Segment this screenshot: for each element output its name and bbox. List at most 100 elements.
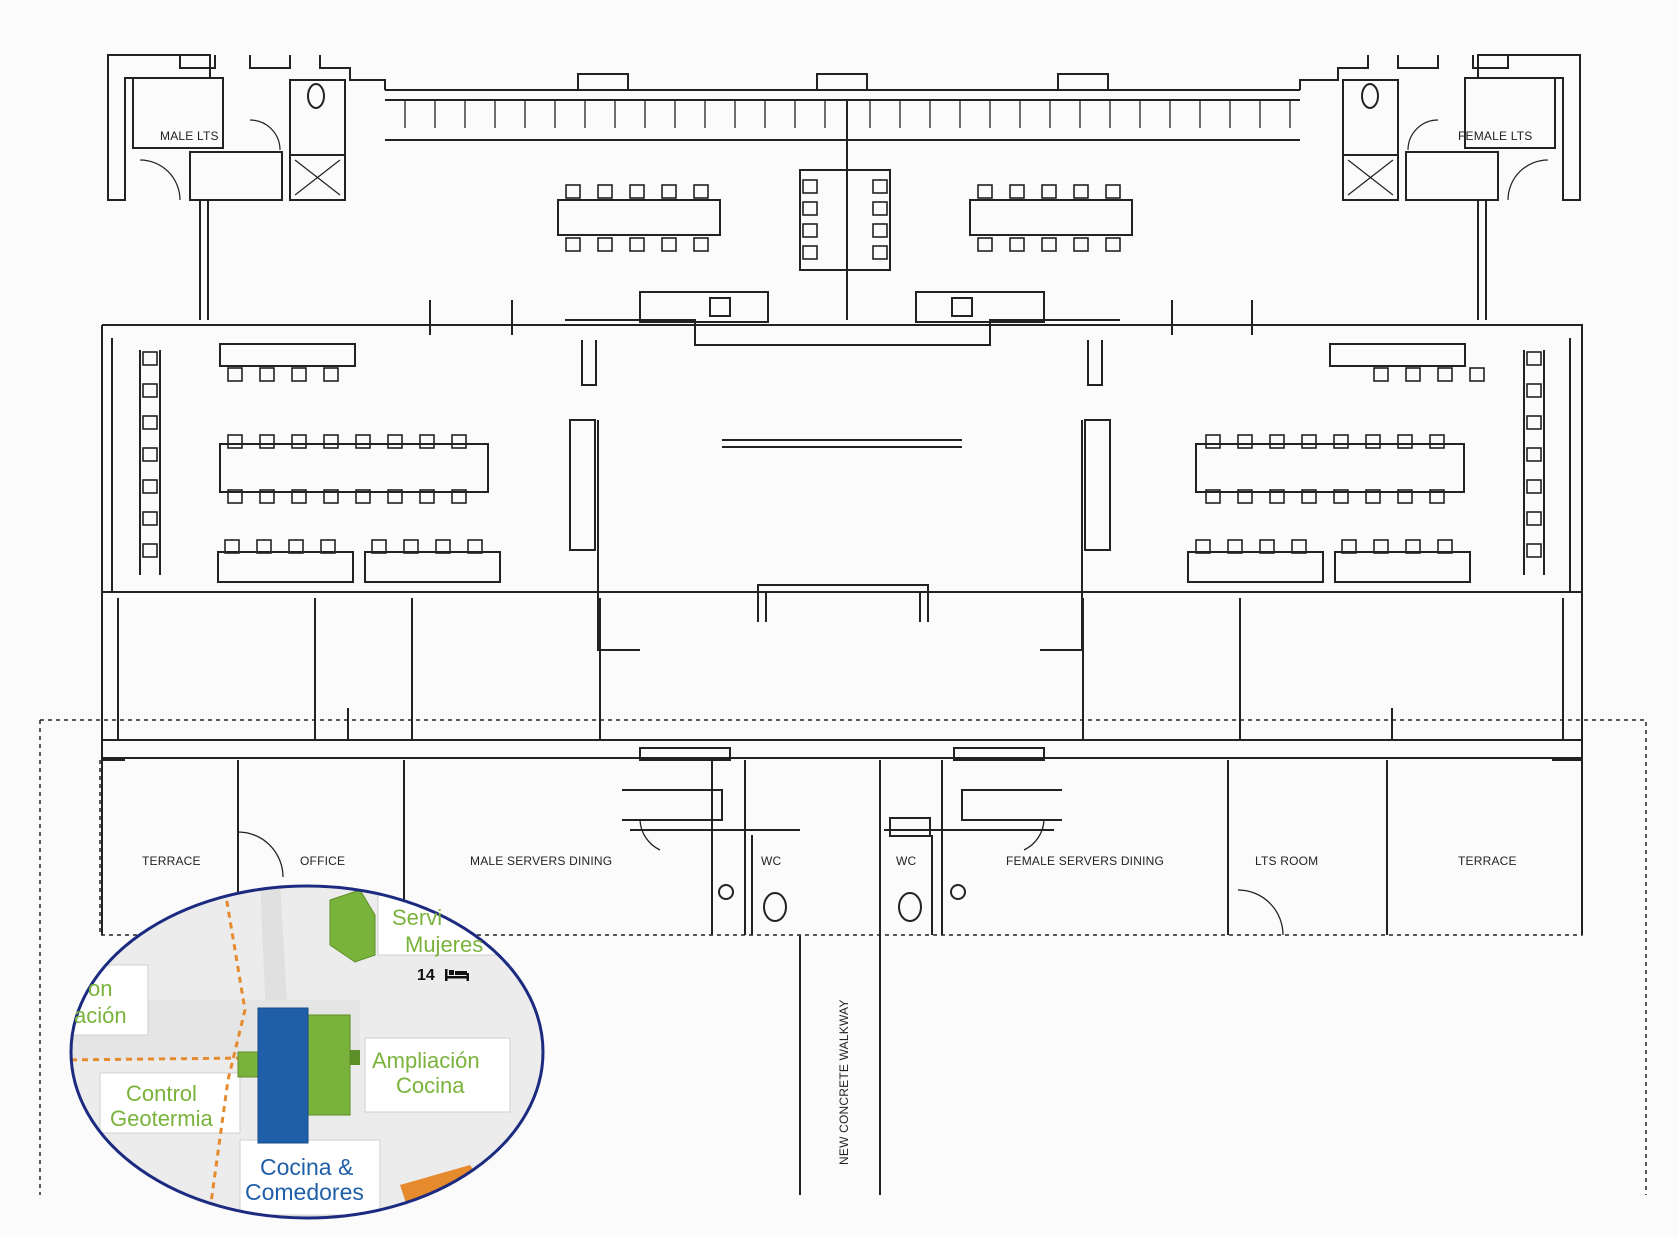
chair: [1526, 415, 1542, 430]
chair: [802, 223, 818, 238]
chair: [142, 383, 158, 398]
chair: [224, 539, 240, 554]
chair: [661, 184, 677, 199]
chair: [872, 223, 888, 238]
chair: [802, 179, 818, 194]
walkway-label: NEW CONCRETE WALKWAY: [837, 999, 851, 1165]
chair: [1526, 383, 1542, 398]
chair: [1526, 447, 1542, 462]
label-cut-line1: on: [88, 976, 112, 1001]
chair: [1526, 543, 1542, 558]
chair: [387, 434, 403, 449]
chair: [1301, 434, 1317, 449]
chair: [1526, 511, 1542, 526]
beds-count: 14: [417, 967, 435, 984]
label-ampliacion-line1: Ampliación: [372, 1048, 480, 1073]
room-label-male-servers-dining: MALE SERVERS DINING: [470, 854, 612, 868]
room-label-office: OFFICE: [300, 854, 345, 868]
chair: [1365, 489, 1381, 504]
chair: [565, 237, 581, 252]
inset-site-map: Servi Mujeres 14 on ación Ampliación Coc…: [69, 884, 545, 1220]
chair: [142, 415, 158, 430]
chair: [1237, 489, 1253, 504]
chair: [1291, 539, 1307, 554]
chair: [1341, 539, 1357, 554]
chair: [1237, 434, 1253, 449]
chair: [419, 434, 435, 449]
chair: [451, 489, 467, 504]
label-servicios-mujeres-line1: Servi: [392, 905, 442, 930]
chair: [872, 201, 888, 216]
chair: [1105, 237, 1121, 252]
label-cut-line2: ación: [74, 1003, 127, 1028]
chair: [1333, 489, 1349, 504]
chair: [597, 184, 613, 199]
chair: [227, 434, 243, 449]
chair: [1333, 434, 1349, 449]
room-label-female-servers-dining: FEMALE SERVERS DINING: [1006, 854, 1164, 868]
chair: [467, 539, 483, 554]
label-control-line2: Geotermia: [110, 1106, 213, 1131]
chair: [259, 367, 275, 382]
chair: [1009, 184, 1025, 199]
chair: [565, 184, 581, 199]
inset-map-border: [69, 884, 545, 1220]
chair: [872, 245, 888, 260]
chair: [259, 434, 275, 449]
room-label-wc-right: WC: [896, 854, 917, 868]
chair: [291, 434, 307, 449]
path-orange-vertical: [208, 889, 247, 1211]
label-cocina-line1: Cocina &: [260, 1154, 353, 1180]
chair: [1301, 489, 1317, 504]
chair: [977, 184, 993, 199]
chair: [1205, 434, 1221, 449]
chair: [291, 489, 307, 504]
chair: [142, 351, 158, 366]
chair: [1105, 184, 1121, 199]
chair: [1009, 237, 1025, 252]
chair: [227, 367, 243, 382]
furniture-chairs: [142, 179, 1542, 558]
chair: [291, 367, 307, 382]
chair: [1526, 479, 1542, 494]
chair: [802, 201, 818, 216]
chair: [323, 434, 339, 449]
chair: [693, 184, 709, 199]
chair: [403, 539, 419, 554]
site-boundary-line: [40, 719, 1647, 1195]
chair: [371, 539, 387, 554]
chair: [1227, 539, 1243, 554]
chair: [661, 237, 677, 252]
chair: [142, 447, 158, 462]
chair: [872, 179, 888, 194]
chair: [597, 237, 613, 252]
chair: [977, 237, 993, 252]
chair: [320, 539, 336, 554]
room-label-terrace-left: TERRACE: [142, 854, 201, 868]
chair: [451, 434, 467, 449]
plan-walls: [39, 54, 1647, 1195]
room-label-female-lts: FEMALE LTS: [1458, 129, 1532, 143]
room-label-lts-room: LTS ROOM: [1255, 854, 1318, 868]
chair: [435, 539, 451, 554]
label-ampliacion-line2: Cocina: [396, 1073, 465, 1098]
chair: [629, 184, 645, 199]
room-labels: MALE LTS FEMALE LTS TERRACE OFFICE MALE …: [142, 129, 1532, 1165]
room-label-wc-left: WC: [761, 854, 782, 868]
chair: [1469, 367, 1485, 382]
chair: [1405, 539, 1421, 554]
chair: [1269, 489, 1285, 504]
chair: [1437, 367, 1453, 382]
chair: [1041, 237, 1057, 252]
label-control-line1: Control: [126, 1081, 197, 1106]
chair: [1205, 489, 1221, 504]
chair: [323, 367, 339, 382]
chair: [693, 237, 709, 252]
chair: [1429, 434, 1445, 449]
room-label-terrace-right: TERRACE: [1458, 854, 1517, 868]
chair: [1405, 367, 1421, 382]
chair: [355, 489, 371, 504]
chair: [419, 489, 435, 504]
chair: [1073, 237, 1089, 252]
chair: [1073, 184, 1089, 199]
